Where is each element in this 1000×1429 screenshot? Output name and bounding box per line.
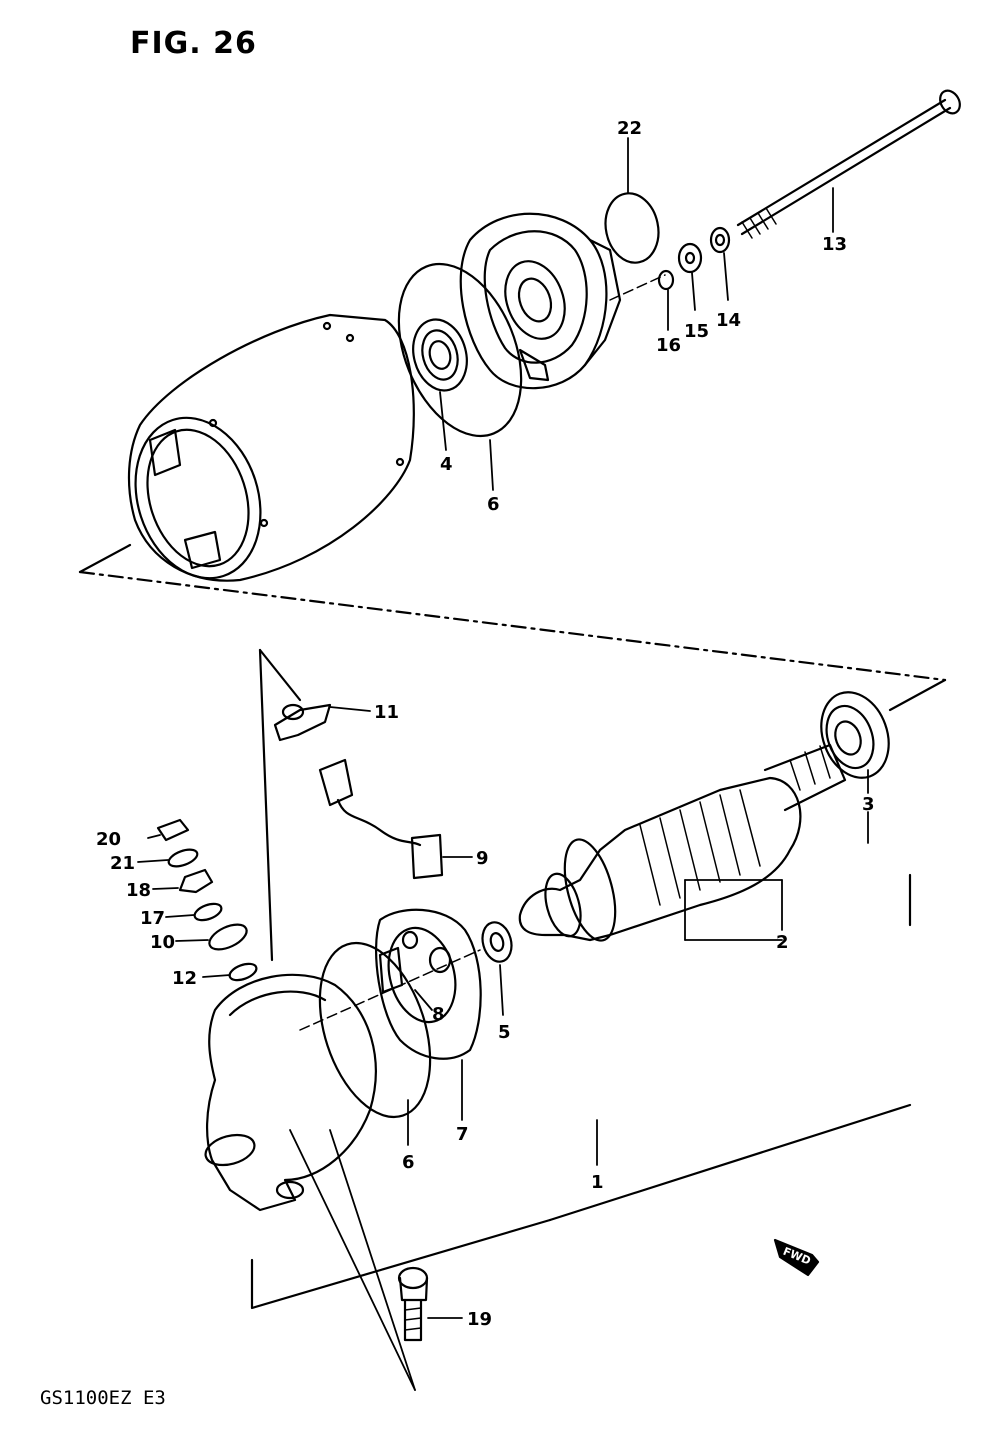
callout-15: 15: [684, 321, 709, 342]
screw-19: [397, 1266, 429, 1342]
thrust-washer-5: [481, 921, 513, 963]
callout-11: 11: [374, 702, 399, 723]
leader-lines: [137, 137, 869, 1319]
callout-19: 19: [467, 1309, 492, 1330]
o-ring-6-lower: [318, 941, 432, 1119]
washer-14: [709, 226, 731, 254]
hardware-stack: [156, 818, 258, 982]
callout-4: 4: [440, 454, 453, 475]
callout-20: 20: [96, 829, 121, 850]
callout-10: 10: [150, 932, 175, 953]
housing-end-cover: [459, 212, 622, 390]
callout-6-lower: 6: [402, 1152, 415, 1173]
washer-15: [677, 242, 703, 274]
callout-7: 7: [456, 1124, 469, 1145]
front-end-cover: [204, 973, 377, 1212]
callout-2: 2: [776, 932, 789, 953]
callout-6-upper: 6: [487, 494, 500, 515]
through-bolt-13: [736, 89, 961, 239]
figure-title: FIG. 26: [130, 26, 257, 61]
callout-16: 16: [656, 335, 681, 356]
o-ring-6-upper: [397, 262, 523, 438]
callout-13: 13: [822, 234, 847, 255]
axis-line-lower: [299, 949, 481, 1031]
brush-lead-9: [318, 758, 444, 880]
callout-labels: 22 13 14 15 16 4 6 11 9 3 2 5 8 7 6 1 20…: [96, 118, 875, 1330]
screw-reference-line-b: [329, 1129, 416, 1391]
model-code: GS1100EZ E3: [40, 1387, 166, 1409]
fwd-arrow: [773, 1238, 820, 1277]
bearing-3: [820, 691, 890, 779]
lower-group-plane: [250, 648, 947, 1310]
o-ring-22: [604, 192, 660, 264]
callout-14: 14: [716, 310, 741, 331]
yoke-housing: [127, 313, 415, 582]
brush-holder-11: [273, 703, 332, 742]
callout-5: 5: [498, 1022, 511, 1043]
bearing-4: [412, 318, 468, 392]
callout-3: 3: [862, 794, 875, 815]
screw-reference-line-a: [289, 1129, 416, 1391]
upper-group-plane: [78, 543, 947, 682]
callout-21: 21: [110, 853, 135, 874]
callout-8: 8: [432, 1004, 445, 1025]
callout-22: 22: [617, 118, 642, 139]
callout-18: 18: [126, 880, 151, 901]
axis-line-upper: [609, 274, 666, 301]
callout-1: 1: [591, 1172, 604, 1193]
armature-2: [518, 743, 847, 942]
washer-16: [657, 269, 675, 291]
callout-12: 12: [172, 968, 197, 989]
callout-9: 9: [476, 848, 489, 869]
callout-17: 17: [140, 908, 165, 929]
